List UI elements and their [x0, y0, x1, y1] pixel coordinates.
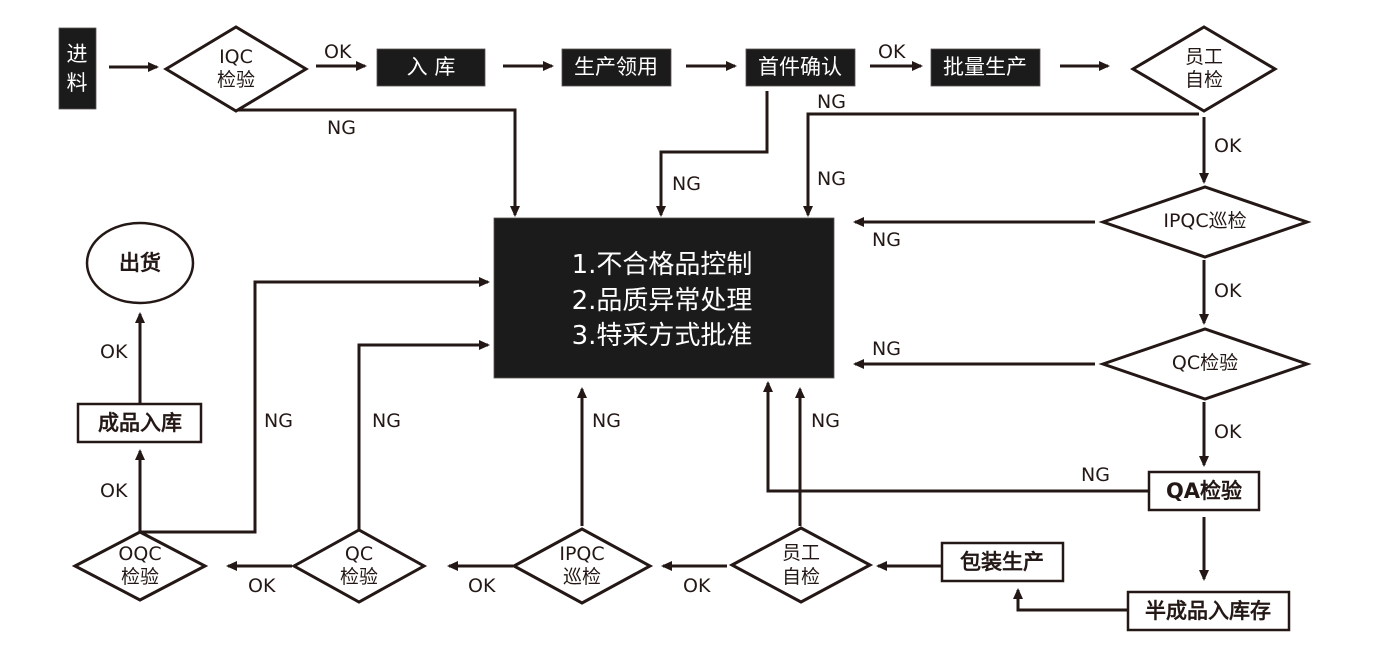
edge-label-ok: OK: [1214, 421, 1242, 443]
node-first-article-confirm: 首件确认: [745, 48, 856, 87]
node-finished-storage: 成品入库: [76, 402, 203, 444]
node-incoming-material: 进 料: [58, 27, 97, 110]
edge-self-check-top-ng: [803, 112, 1199, 217]
control-center-item: 3.特采方式批准: [572, 321, 753, 351]
node-qa-inspection: QA检验: [1147, 470, 1261, 512]
edge-label-ng: NG: [872, 229, 901, 251]
edge-label-ok: OK: [878, 41, 906, 63]
edge-label-ok: OK: [683, 575, 711, 597]
node-mass-production: 批量生产: [930, 48, 1041, 87]
first-article-label: 首件确认: [758, 55, 842, 79]
edge-oqc-ng: [140, 277, 490, 534]
node-ipqc-patrol: IPQC巡检: [1098, 185, 1312, 259]
edge-label-ng: NG: [1081, 464, 1110, 486]
qa-inspection-box: [1147, 470, 1261, 512]
ipqc-patrol-bottom-label: 巡检: [563, 566, 601, 588]
edge-labels: OK NG OK NG NG NG OK NG OK NG OK NG NG O…: [100, 41, 1242, 597]
qc-inspection-diamond: [1098, 327, 1312, 401]
self-check-top-label: 员工: [1185, 46, 1223, 68]
node-iqc-inspection: IQC 检验: [163, 25, 309, 113]
oqc-inspection-label: 检验: [121, 566, 159, 588]
node-oqc-inspection: OQC 检验: [71, 530, 209, 602]
edge-iqc-ng: [236, 108, 520, 217]
edge-label-ng: NG: [672, 173, 701, 195]
ipqc-patrol-bottom-label: IPQC: [559, 543, 604, 565]
mass-production-box: [930, 48, 1041, 87]
edge-label-ng: NG: [592, 410, 621, 432]
edge-label-ng: NG: [811, 410, 840, 432]
qa-inspection-label: QA检验: [1166, 479, 1242, 503]
self-check-bottom-label: 自检: [782, 566, 820, 588]
edges: [109, 61, 1209, 612]
node-self-check-bottom: 员工 自检: [728, 526, 874, 604]
first-article-box: [745, 48, 856, 87]
edge-label-ng: NG: [817, 91, 846, 113]
edge-first-article-ng: [656, 91, 769, 217]
incoming-material-label: 进: [67, 42, 88, 66]
self-check-bottom-label: 员工: [782, 542, 820, 564]
iqc-decision-diamond: [163, 25, 309, 113]
qc-inspection-bottom-label: 检验: [340, 566, 378, 588]
control-center-item: 2.品质异常处理: [572, 286, 753, 316]
control-center-box: [493, 217, 835, 379]
node-packaging-production: 包装生产: [940, 541, 1065, 583]
edge-label-ok: OK: [468, 575, 496, 597]
edge-label-ok: OK: [248, 575, 276, 597]
semi-finished-storage-label: 半成品入库存: [1145, 599, 1271, 623]
node-qc-inspection: QC检验: [1098, 327, 1312, 401]
edge-label-ng: NG: [872, 338, 901, 360]
oqc-inspection-diamond: [71, 530, 209, 602]
node-material-issue: 生产领用: [561, 48, 672, 87]
self-check-top-diamond: [1130, 25, 1278, 113]
incoming-material-label: 料: [67, 71, 88, 95]
packaging-box: [940, 541, 1065, 583]
shipping-terminal-ellipse: [85, 221, 195, 305]
finished-storage-label: 成品入库: [98, 411, 182, 435]
edge-semi-finished-to-packaging: [1013, 588, 1128, 612]
edge-label-ng: NG: [817, 168, 846, 190]
shipping-label: 出货: [119, 251, 161, 275]
mass-production-label: 批量生产: [943, 55, 1027, 79]
edge-label-ng: NG: [372, 410, 401, 432]
node-semi-finished-storage: 半成品入库存: [1126, 590, 1291, 632]
ipqc-patrol-diamond: [1098, 185, 1312, 259]
semi-finished-storage-box: [1126, 590, 1291, 632]
node-nonconformance-control-center: 1.不合格品控制 2.品质异常处理 3.特采方式批准: [493, 217, 835, 379]
ipqc-patrol-label: IPQC巡检: [1163, 210, 1246, 232]
oqc-inspection-label: OQC: [118, 543, 161, 565]
edge-label-ng: NG: [327, 117, 356, 139]
edge-label-ok: OK: [100, 480, 128, 502]
node-warehouse-in: 入 库: [376, 48, 486, 87]
material-issue-box: [561, 48, 672, 87]
qc-inspection-label: QC检验: [1172, 352, 1238, 374]
edge-label-ok: OK: [100, 341, 128, 363]
qc-inspection-bottom-diamond: [290, 528, 428, 604]
edge-label-ng: NG: [264, 410, 293, 432]
edge-label-ok: OK: [1214, 135, 1242, 157]
self-check-top-label: 自检: [1185, 69, 1223, 91]
edge-qc-bottom-ng: [357, 340, 490, 530]
edge-qa-ng: [763, 381, 1149, 493]
finished-storage-box: [76, 402, 203, 444]
node-shipping: 出货: [85, 221, 195, 305]
node-qc-inspection-bottom: QC 检验: [290, 528, 428, 604]
edge-label-ok: OK: [324, 41, 352, 63]
node-ipqc-patrol-bottom: IPQC 巡检: [510, 527, 654, 605]
incoming-material-box: [58, 27, 97, 110]
qc-inspection-bottom-label: QC: [345, 543, 373, 565]
warehouse-in-box: [376, 48, 486, 87]
material-issue-label: 生产领用: [574, 55, 658, 79]
iqc-label: IQC: [219, 46, 253, 68]
packaging-label: 包装生产: [960, 550, 1044, 574]
control-center-item: 1.不合格品控制: [572, 250, 753, 280]
self-check-bottom-diamond: [728, 526, 874, 604]
edge-label-ok: OK: [1214, 280, 1242, 302]
ipqc-patrol-bottom-diamond: [510, 527, 654, 605]
node-self-check-top: 员工 自检: [1130, 25, 1278, 113]
iqc-label: 检验: [217, 69, 255, 91]
warehouse-in-label: 入 库: [407, 55, 456, 79]
